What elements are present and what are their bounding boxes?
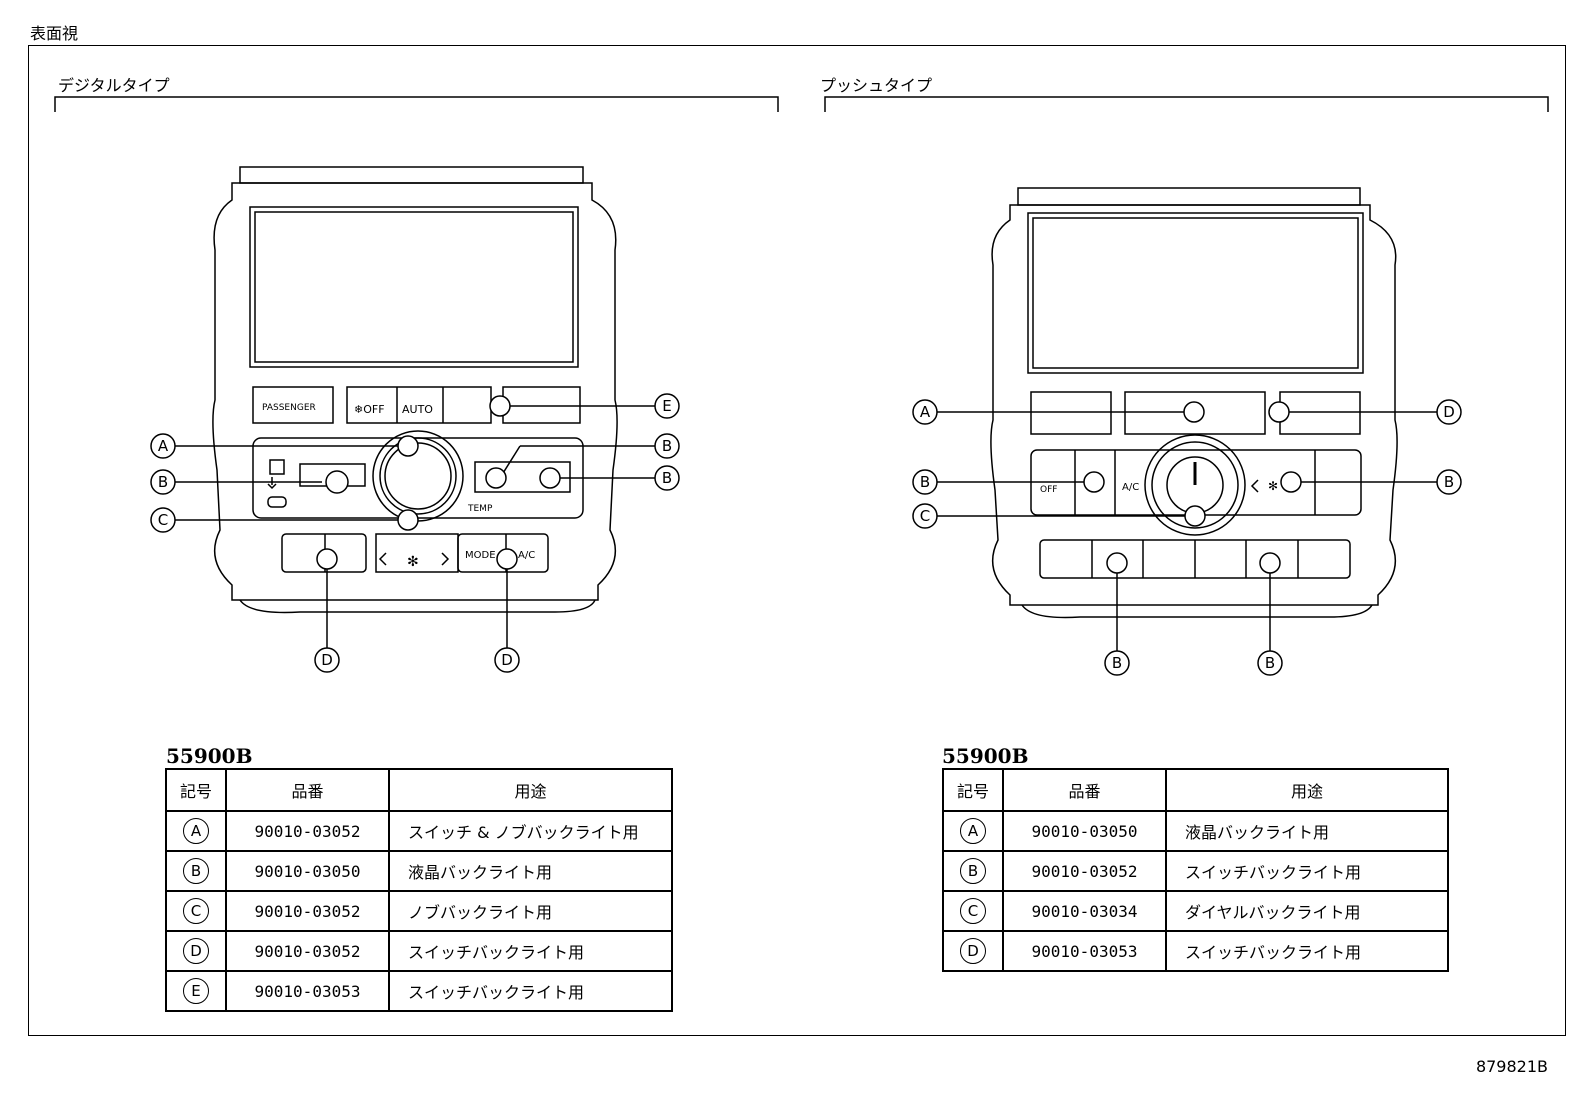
- header-symbol: 記号: [165, 768, 227, 812]
- header-part-number: 品番: [225, 768, 390, 812]
- callout-left-b2: B: [662, 437, 672, 455]
- symbol-badge: B: [183, 858, 209, 884]
- callout-left-b: B: [158, 473, 168, 491]
- parts-table-left: 記号 品番 用途 A 90010-03052 スイッチ & ノブバックライト用 …: [165, 768, 673, 1012]
- callout-left-d1: D: [321, 651, 333, 669]
- part-number: 90010-03052: [225, 890, 390, 932]
- callout-left-b3: B: [662, 469, 672, 487]
- callout-left-c: C: [158, 511, 168, 529]
- table-row: B 90010-03052 スイッチバックライト用: [942, 850, 1449, 892]
- table-row: D 90010-03052 スイッチバックライト用: [165, 930, 673, 972]
- part-number: 90010-03052: [225, 810, 390, 852]
- table-header-row: 記号 品番 用途: [165, 768, 673, 812]
- fan-icon: ✻: [407, 554, 419, 570]
- table-row: D 90010-03053 スイッチバックライト用: [942, 930, 1449, 972]
- part-number: 90010-03050: [1002, 810, 1167, 852]
- part-use: スイッチバックライト用: [1165, 930, 1449, 972]
- ac-label-left: A/C: [518, 550, 535, 561]
- callout-right-c: C: [920, 507, 930, 525]
- part-number: 90010-03052: [1002, 850, 1167, 892]
- table-row: C 90010-03052 ノブバックライト用: [165, 890, 673, 932]
- symbol-badge: C: [183, 898, 209, 924]
- part-use: ダイヤルバックライト用: [1165, 890, 1449, 932]
- parts-table-right: 記号 品番 用途 A 90010-03050 液晶バックライト用 B 90010…: [942, 768, 1449, 972]
- figure-id: 879821B: [1475, 1057, 1548, 1076]
- section-title-push: プッシュタイプ: [820, 76, 933, 95]
- part-number: 90010-03034: [1002, 890, 1167, 932]
- auto-label: AUTO: [402, 403, 433, 416]
- temp-label: TEMP: [467, 504, 493, 514]
- part-use: 液晶バックライト用: [388, 850, 673, 892]
- callout-right-b3: B: [1112, 654, 1122, 672]
- callout-right-b: B: [920, 473, 930, 491]
- symbol-badge: E: [183, 978, 209, 1004]
- off-label-right: OFF: [1040, 485, 1057, 495]
- figure-frame: [28, 45, 1566, 1036]
- symbol-badge: C: [960, 898, 986, 924]
- push-control-panel: [937, 187, 1437, 651]
- symbol-badge: B: [960, 858, 986, 884]
- part-heading-right: 55900B: [942, 744, 1029, 768]
- page-title: 表面視: [30, 24, 79, 43]
- table-row: E 90010-03053 スイッチバックライト用: [165, 970, 673, 1012]
- callout-right-d: D: [1443, 403, 1455, 421]
- part-heading-left: 55900B: [166, 744, 253, 768]
- part-number: 90010-03053: [225, 970, 390, 1012]
- part-use: 液晶バックライト用: [1165, 810, 1449, 852]
- part-use: スイッチバックライト用: [388, 930, 673, 972]
- callout-right-a: A: [920, 403, 931, 421]
- table-row: B 90010-03050 液晶バックライト用: [165, 850, 673, 892]
- table-row: C 90010-03034 ダイヤルバックライト用: [942, 890, 1449, 932]
- passenger-label: PASSENGER: [262, 403, 316, 413]
- part-use: スイッチバックライト用: [1165, 850, 1449, 892]
- symbol-badge: A: [183, 818, 209, 844]
- header-use: 用途: [388, 768, 673, 812]
- section-title-digital: デジタルタイプ: [58, 76, 170, 95]
- part-number: 90010-03053: [1002, 930, 1167, 972]
- mode-label: MODE: [465, 550, 496, 561]
- section-bracket-push: [824, 96, 1549, 112]
- callout-left-d2: D: [501, 651, 513, 669]
- digital-control-panel: [175, 166, 655, 648]
- part-use: ノブバックライト用: [388, 890, 673, 932]
- header-use: 用途: [1165, 768, 1449, 812]
- callout-right-b4: B: [1265, 654, 1275, 672]
- table-row: A 90010-03050 液晶バックライト用: [942, 810, 1449, 852]
- callout-left-e: E: [662, 397, 671, 415]
- symbol-badge: A: [960, 818, 986, 844]
- symbol-badge: D: [183, 938, 209, 964]
- header-symbol: 記号: [942, 768, 1004, 812]
- table-row: A 90010-03052 スイッチ & ノブバックライト用: [165, 810, 673, 852]
- part-use: スイッチバックライト用: [388, 970, 673, 1012]
- fan-icon-right: ✻: [1268, 479, 1278, 493]
- table-header-row: 記号 品番 用途: [942, 768, 1449, 812]
- section-bracket-digital: [54, 96, 779, 112]
- part-number: 90010-03050: [225, 850, 390, 892]
- callout-right-b2: B: [1444, 473, 1454, 491]
- part-number: 90010-03052: [225, 930, 390, 972]
- callout-left-a: A: [158, 437, 169, 455]
- part-use: スイッチ & ノブバックライト用: [388, 810, 673, 852]
- ac-label-right: A/C: [1122, 482, 1139, 493]
- symbol-badge: D: [960, 938, 986, 964]
- fan-off-label: ❄OFF: [354, 403, 385, 416]
- header-part-number: 品番: [1002, 768, 1167, 812]
